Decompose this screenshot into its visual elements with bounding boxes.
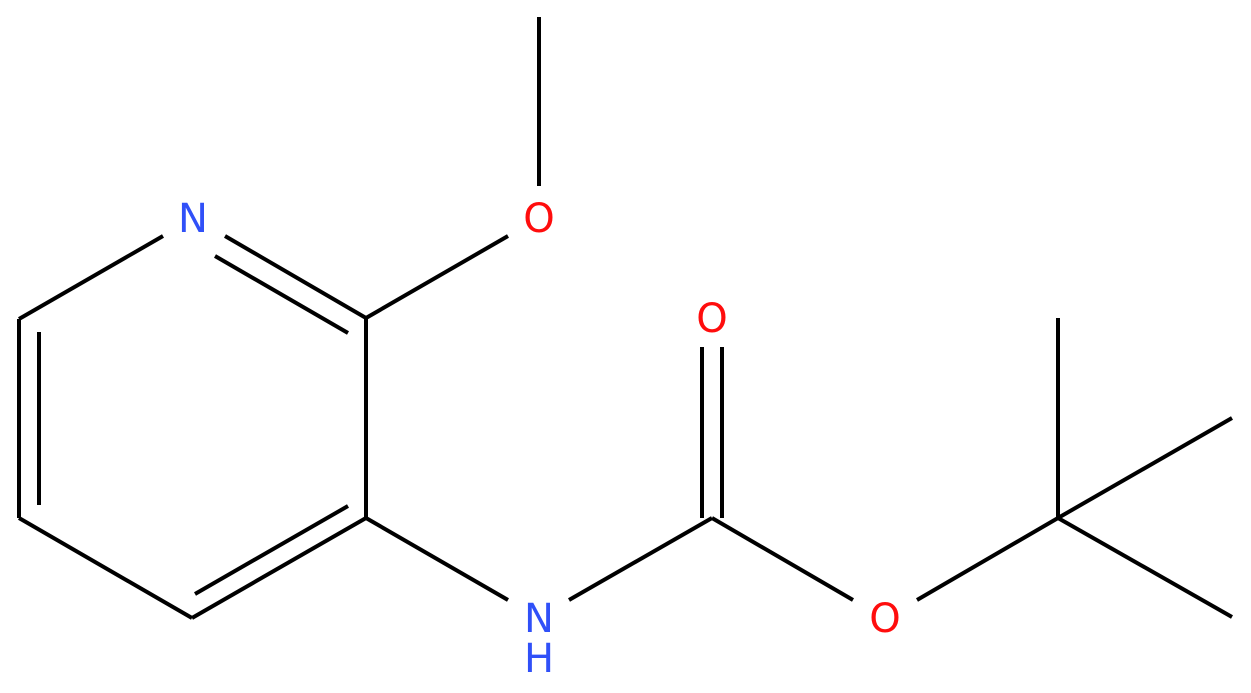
bond-c2-o-methoxy [364, 234, 510, 320]
carbonyl-oxygen-label: O [696, 296, 727, 342]
bond-c4-c3 [191, 516, 367, 620]
bond-n-c2 [223, 234, 368, 320]
amide-hydrogen-label: H [524, 636, 554, 682]
bond-tbutyl-methyl-right-up [1057, 416, 1233, 520]
bond-n-c6 [18, 234, 164, 321]
bond-c5-c4 [17, 516, 194, 620]
bond-c4-c3-inner [194, 504, 349, 596]
ester-oxygen-label: O [869, 596, 900, 642]
bond-n-c2-inner [213, 254, 350, 335]
pyridine-nitrogen-label: N [178, 196, 208, 242]
methoxy-oxygen-label: O [523, 196, 554, 242]
bond-o-ester-tbutyl [915, 516, 1060, 602]
amide-nitrogen-label: N [524, 596, 554, 642]
bond-tbutyl-methyl-right-down [1057, 516, 1233, 619]
bond-c3-nh [364, 516, 510, 602]
bond-carbonyl-o-ester [710, 516, 855, 602]
bond-nh-carbonyl [568, 516, 713, 602]
